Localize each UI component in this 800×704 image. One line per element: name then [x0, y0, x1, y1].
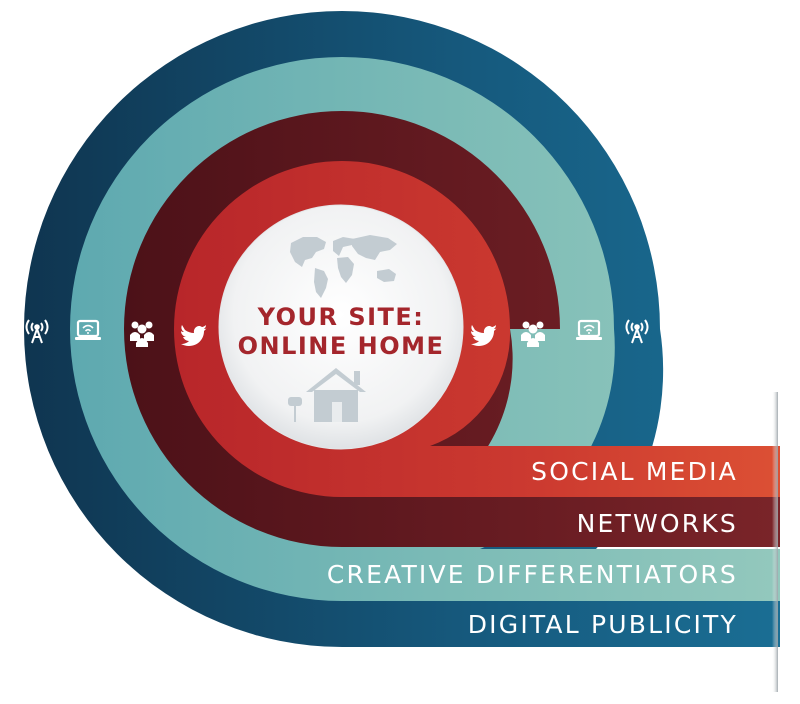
people-group-icon: [130, 321, 154, 347]
center-title-line-1: YOUR SITE:: [257, 303, 425, 331]
label-creative-differentiators: CREATIVE DIFFERENTIATORS: [327, 560, 738, 589]
twitter-bird-icon: [471, 325, 497, 346]
laptop-wifi-icon: [576, 319, 602, 340]
label-networks: NETWORKS: [577, 509, 738, 538]
world-map-icon: [290, 235, 397, 298]
label-social-media: SOCIAL MEDIA: [531, 457, 738, 486]
laptop-wifi-icon: [75, 319, 101, 340]
broadcast-tower-icon: [625, 319, 649, 344]
center-circle: [218, 204, 464, 450]
label-digital-publicity: DIGITAL PUBLICITY: [468, 610, 738, 639]
twitter-bird-icon: [181, 325, 207, 346]
people-group-icon: [521, 321, 545, 347]
center-title-line-2: ONLINE HOME: [238, 332, 445, 360]
broadcast-tower-icon: [25, 319, 49, 344]
page-curl-edge: [772, 392, 778, 692]
house-with-mailbox-icon: [288, 368, 366, 422]
